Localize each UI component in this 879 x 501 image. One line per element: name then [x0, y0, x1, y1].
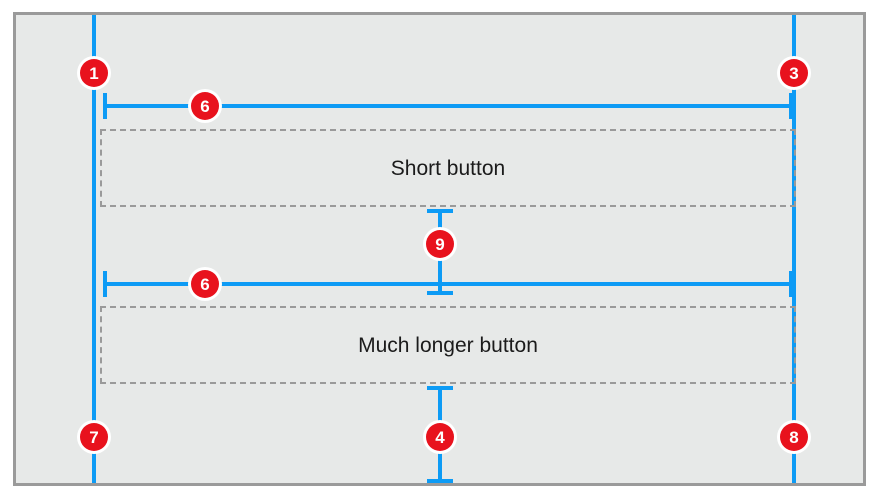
- dimension-cap-left-top: [103, 93, 107, 119]
- marker-badge-6-mid-label: 6: [191, 270, 219, 298]
- marker-badge-7-label: 7: [80, 423, 108, 451]
- marker-badge-9-label: 9: [426, 230, 454, 258]
- dimension-cap-right-top: [789, 93, 793, 119]
- marker-badge-1-label: 1: [80, 59, 108, 87]
- marker-badge-3-label: 3: [780, 59, 808, 87]
- dimension-line-short-button-width[interactable]: [103, 104, 793, 108]
- dimension-cap-right-mid: [789, 271, 793, 297]
- design-canvas-panel: Short button Much longer button 1 3 6: [13, 12, 866, 486]
- dimension-cap-top-bottom: [427, 386, 453, 390]
- short-button-label: Short button: [390, 156, 506, 180]
- long-button[interactable]: Much longer button: [100, 306, 796, 384]
- vertical-guide-left[interactable]: [92, 15, 96, 483]
- marker-badge-6-top-label: 6: [191, 92, 219, 120]
- marker-badge-9[interactable]: 9: [423, 227, 457, 261]
- dimension-cap-left-mid: [103, 271, 107, 297]
- marker-badge-3[interactable]: 3: [777, 56, 811, 90]
- dimension-cap-top-gap: [427, 209, 453, 213]
- marker-badge-1[interactable]: 1: [77, 56, 111, 90]
- marker-badge-8[interactable]: 8: [777, 420, 811, 454]
- marker-badge-7[interactable]: 7: [77, 420, 111, 454]
- dimension-line-long-button-width[interactable]: [103, 282, 793, 286]
- dimension-cap-bottom-bottom: [427, 479, 453, 483]
- marker-badge-4-label: 4: [426, 423, 454, 451]
- vertical-guide-right[interactable]: [792, 15, 796, 483]
- short-button[interactable]: Short button: [100, 129, 796, 207]
- marker-badge-6-top[interactable]: 6: [188, 89, 222, 123]
- marker-badge-6-mid[interactable]: 6: [188, 267, 222, 301]
- marker-badge-4[interactable]: 4: [423, 420, 457, 454]
- long-button-label: Much longer button: [358, 333, 538, 357]
- dimension-cap-bottom-gap: [427, 291, 453, 295]
- marker-badge-8-label: 8: [780, 423, 808, 451]
